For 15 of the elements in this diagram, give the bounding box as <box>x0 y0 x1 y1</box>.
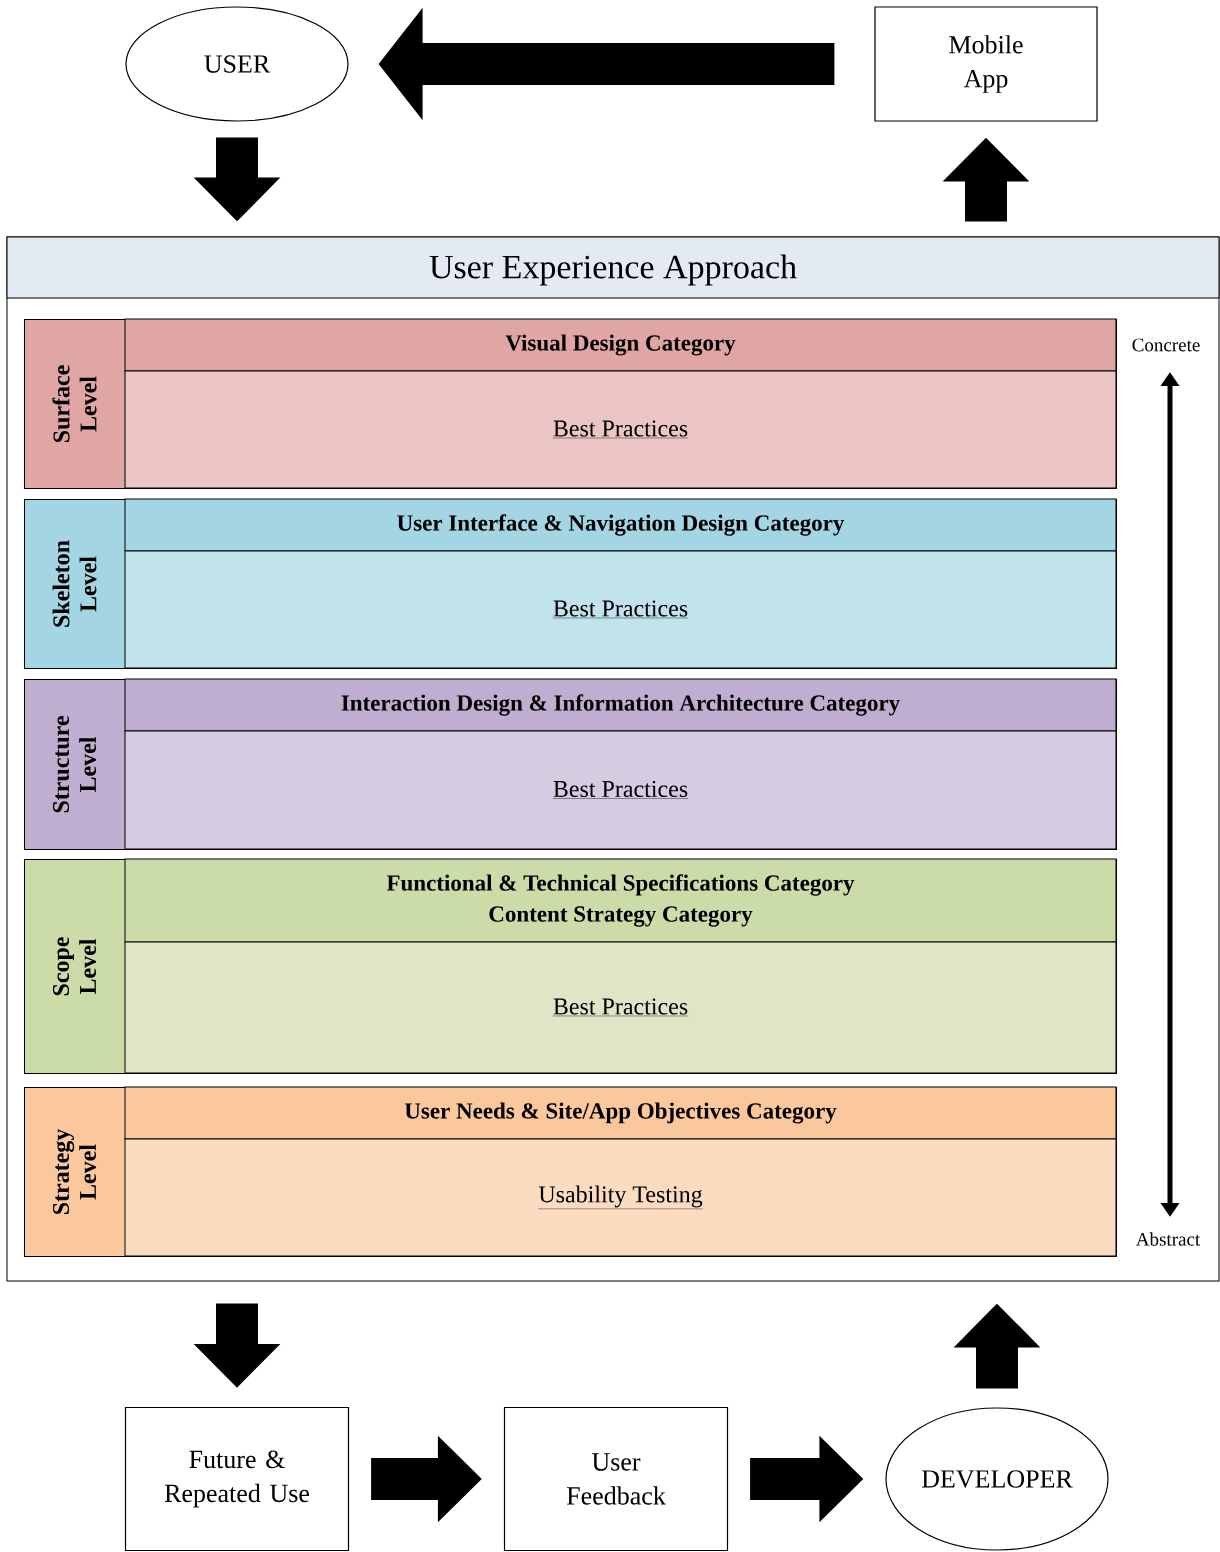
practices-box: Best Practices <box>124 550 1117 669</box>
category-header: Interaction Design & Information Architecture Category <box>124 678 1117 732</box>
category-header: User Interface & Navigation Design Category <box>124 498 1117 552</box>
scale-label: Abstract <box>1136 1232 1201 1246</box>
scale-label: Concrete <box>1132 338 1200 352</box>
category-header: Functional & Technical Specifications Category Content Strategy Category <box>124 858 1117 943</box>
process-box: User Feedback <box>503 1406 729 1552</box>
category-header: Visual Design Category <box>124 318 1117 372</box>
practices-box: Best Practices <box>124 941 1117 1074</box>
practices-box: Usability Testing <box>124 1138 1117 1257</box>
practices-box: Best Practices <box>124 370 1117 489</box>
practices-box: Best Practices <box>124 730 1117 850</box>
process-box: Future & Repeated Use <box>124 1406 350 1552</box>
category-header: User Needs & Site/App Objectives Category <box>124 1086 1117 1140</box>
app-box: Mobile App <box>874 6 1098 122</box>
